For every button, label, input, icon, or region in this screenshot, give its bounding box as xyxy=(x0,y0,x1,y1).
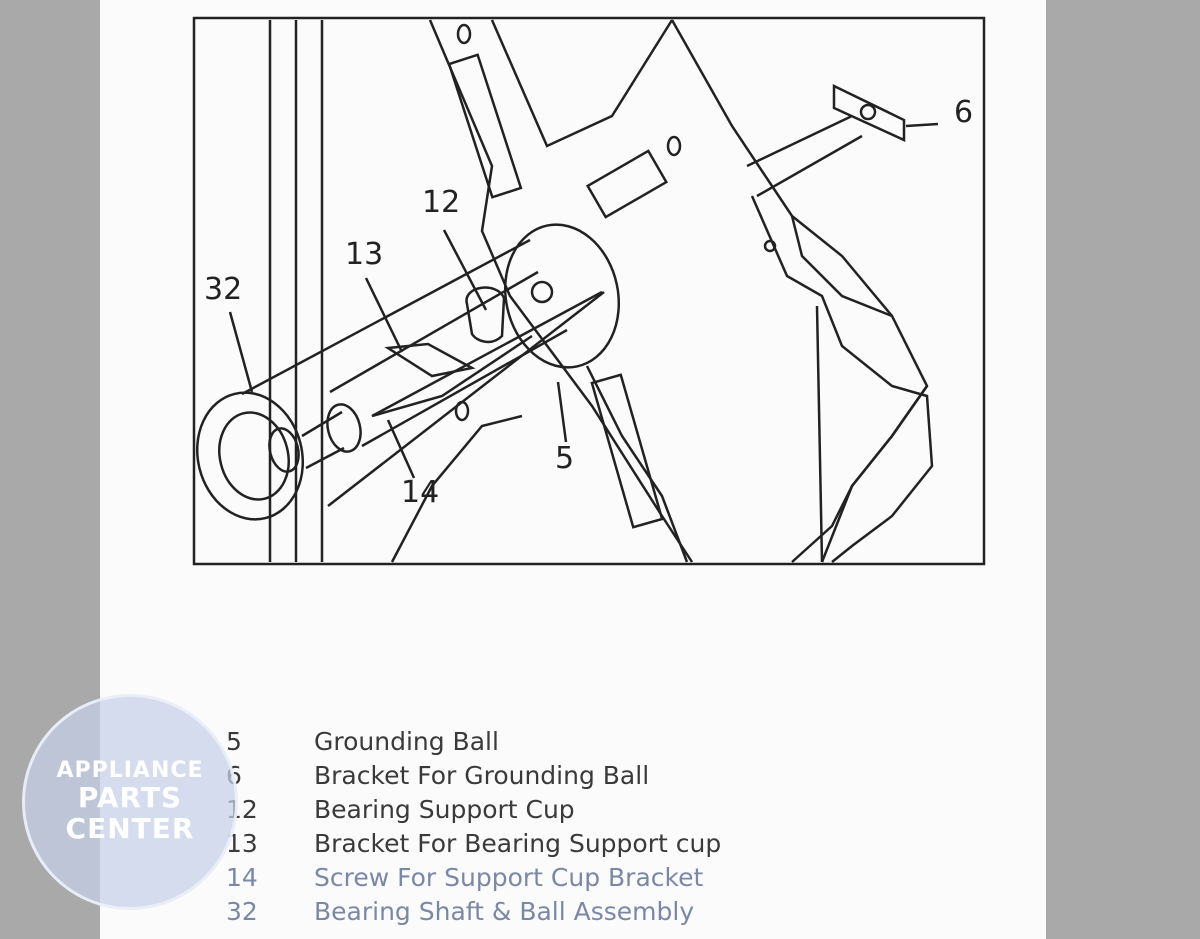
spider-arm-right xyxy=(670,19,929,563)
legend-row-bearing-support-cup: 12 Bearing Support Cup xyxy=(220,792,920,826)
diagram-frame xyxy=(192,16,986,566)
exploded-view-drawing: 6 12 13 32 14 5 xyxy=(192,16,986,566)
leader-12 xyxy=(442,229,488,311)
part-number: 32 xyxy=(226,896,258,926)
watermark-line: APPLIANCE xyxy=(56,758,204,784)
legend-row-cup-bracket: 13 Bracket For Bearing Support cup xyxy=(220,826,920,860)
spider-arm-top xyxy=(490,19,674,148)
bearing-flange xyxy=(195,391,305,521)
part-number: 13 xyxy=(226,828,258,858)
callout-14: 14 xyxy=(401,475,439,510)
grounding-bracket-arm xyxy=(746,114,863,198)
leader-14 xyxy=(386,419,416,479)
part-description: Bearing Support Cup xyxy=(314,794,575,824)
part-description: Screw For Support Cup Bracket xyxy=(314,862,704,892)
part-description: Bearing Shaft & Ball Assembly xyxy=(314,896,695,926)
leader-32 xyxy=(228,311,254,393)
legend-row-grounding-ball: 5 Grounding Ball xyxy=(220,724,920,758)
bearing-support-cup xyxy=(465,286,506,344)
leader-5 xyxy=(556,381,568,443)
legend-row-shaft-assembly: 32 Bearing Shaft & Ball Assembly xyxy=(220,894,920,928)
callout-32: 32 xyxy=(204,272,242,307)
callout-12: 12 xyxy=(422,185,460,220)
part-description: Grounding Ball xyxy=(314,726,499,756)
callout-5: 5 xyxy=(555,441,574,476)
appliance-parts-center-watermark: APPLIANCE PARTS CENTER xyxy=(22,694,238,910)
part-number: 5 xyxy=(226,726,242,756)
part-number: 14 xyxy=(226,862,258,892)
legend-row-cup-screw: 14 Screw For Support Cup Bracket xyxy=(220,860,920,894)
callout-13: 13 xyxy=(345,237,383,272)
spider-slot-upper xyxy=(447,53,523,199)
leader-6 xyxy=(905,122,939,128)
legend-row-grounding-bracket: 6 Bracket For Grounding Ball xyxy=(220,758,920,792)
parts-diagram: 6 12 13 32 14 5 xyxy=(192,16,986,566)
spider-slot-right xyxy=(585,149,669,219)
grounding-bracket-plate xyxy=(832,84,906,142)
part-description: Bracket For Grounding Ball xyxy=(314,760,650,790)
spider-slot-lower xyxy=(590,373,664,529)
callout-6: 6 xyxy=(954,95,973,130)
support-cup-screw xyxy=(371,334,533,418)
hub-disc xyxy=(503,223,621,369)
grounding-ball xyxy=(530,280,554,304)
document-page xyxy=(100,0,1046,939)
part-description: Bracket For Bearing Support cup xyxy=(314,828,722,858)
bearing-shaft xyxy=(301,410,345,470)
parts-legend: 5 Grounding Ball 6 Bracket For Grounding… xyxy=(220,724,920,928)
watermark-line: PARTS xyxy=(77,781,183,815)
leader-13 xyxy=(364,277,404,353)
watermark-line: CENTER xyxy=(65,812,195,846)
support-cup-bracket xyxy=(384,342,476,378)
